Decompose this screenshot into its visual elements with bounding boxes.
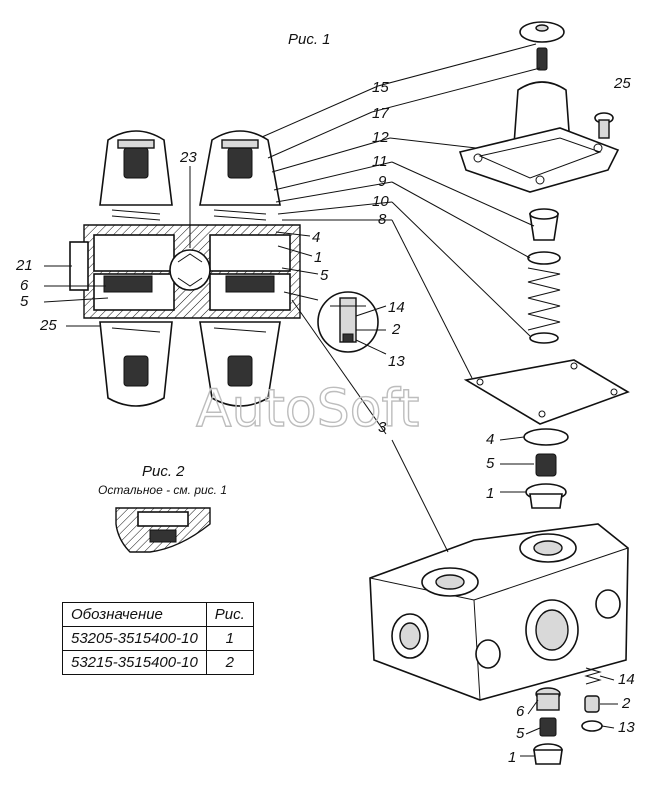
figure-1-caption: Рис. 1 bbox=[288, 31, 331, 48]
cell-figure: 2 bbox=[205, 650, 254, 675]
cell-figure: 1 bbox=[205, 626, 254, 651]
callout-6-bottom: 6 bbox=[516, 703, 525, 720]
callout-10: 10 bbox=[372, 193, 389, 210]
cell-designation: 53205-3515400-10 bbox=[62, 626, 207, 651]
callout-17: 17 bbox=[372, 105, 389, 122]
watermark: AutoSoft bbox=[196, 379, 419, 439]
spec-table-header-row: Обозначение Рис. bbox=[62, 602, 254, 627]
detail-magnifier bbox=[317, 291, 379, 353]
valve-section-view bbox=[69, 130, 301, 407]
callout-6-section: 6 bbox=[20, 277, 29, 294]
callout-1-exploded: 1 bbox=[486, 485, 494, 502]
callout-9: 9 bbox=[378, 173, 387, 190]
callout-11: 11 bbox=[372, 153, 388, 170]
callout-15: 15 bbox=[372, 79, 389, 96]
callout-13-bottom: 13 bbox=[618, 719, 635, 736]
exploded-view bbox=[369, 21, 630, 765]
callout-5-section-right: 5 bbox=[320, 267, 329, 284]
col-header-figure: Рис. bbox=[205, 602, 254, 627]
callout-13-detail: 13 bbox=[388, 353, 405, 370]
callout-4-section: 4 bbox=[312, 229, 320, 246]
callout-2-bottom: 2 bbox=[621, 695, 631, 712]
figure-2-note: Остальное - см. рис. 1 bbox=[98, 483, 227, 497]
table-row: 53215-3515400-10 2 bbox=[62, 650, 254, 675]
callout-8: 8 bbox=[378, 211, 387, 228]
callout-1-section: 1 bbox=[314, 249, 322, 266]
callout-25-left: 25 bbox=[39, 317, 57, 334]
col-header-designation: Обозначение bbox=[62, 602, 207, 627]
callout-23: 23 bbox=[179, 149, 197, 166]
figure-2-section bbox=[115, 507, 211, 553]
table-row: 53205-3515400-10 1 bbox=[62, 626, 254, 651]
callout-25-top: 25 bbox=[613, 75, 631, 92]
spec-table: Обозначение Рис. 53205-3515400-10 1 5321… bbox=[62, 602, 254, 675]
callout-14-detail: 14 bbox=[388, 299, 405, 316]
callout-4-exploded: 4 bbox=[486, 431, 494, 448]
callout-5-bottom: 5 bbox=[516, 725, 525, 742]
callout-2-detail: 2 bbox=[391, 321, 401, 338]
callout-5-exploded: 5 bbox=[486, 455, 495, 472]
callout-3: 3 bbox=[378, 419, 387, 436]
callout-12: 12 bbox=[372, 129, 389, 146]
callout-21: 21 bbox=[15, 257, 33, 274]
callout-14-bottom: 14 bbox=[618, 671, 635, 688]
callout-1-bottom: 1 bbox=[508, 749, 516, 766]
leader-lines bbox=[43, 43, 618, 757]
cell-designation: 53215-3515400-10 bbox=[62, 650, 207, 675]
figure-2-caption: Рис. 2 bbox=[142, 463, 185, 480]
callout-5-section-left: 5 bbox=[20, 293, 29, 310]
callouts: 15 17 12 11 9 10 8 23 25 4 1 5 21 6 5 25… bbox=[15, 75, 635, 766]
